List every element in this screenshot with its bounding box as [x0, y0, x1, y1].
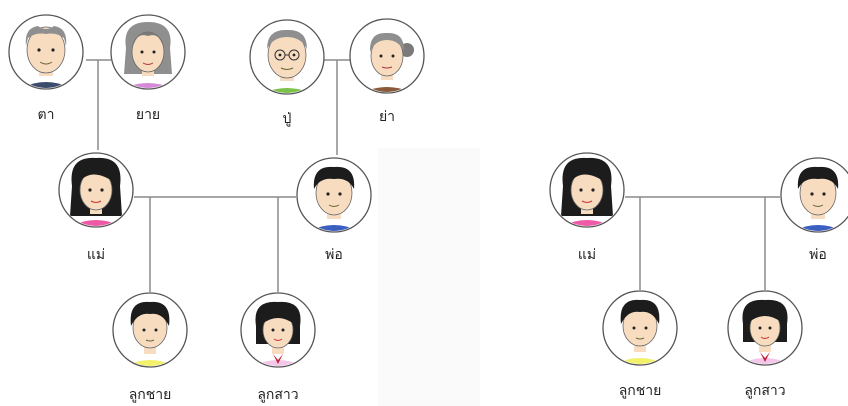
label-mother: แม่ [86, 247, 106, 263]
label-daughter: ลูกสาว [257, 387, 299, 403]
grandfather-maternal-portrait [8, 14, 84, 90]
father-portrait [296, 157, 372, 233]
label-father-nuclear: พ่อ [809, 247, 827, 263]
label-daughter-nuclear: ลูกสาว [744, 383, 786, 399]
label-grandmother-maternal: ยาย [135, 107, 161, 123]
label-son: ลูกชาย [128, 387, 172, 403]
background-tint [378, 148, 480, 406]
label-son-nuclear: ลูกชาย [618, 383, 662, 399]
mother-portrait [58, 152, 134, 228]
label-grandfather-paternal: ปู่ [282, 111, 292, 127]
grandmother-maternal-portrait [110, 14, 186, 90]
daughter-nuclear-portrait [727, 290, 803, 366]
son-nuclear-portrait [602, 290, 678, 366]
label-grandmother-paternal: ย่า [378, 109, 396, 125]
label-grandfather-maternal: ตา [37, 107, 55, 123]
grandmother-paternal-portrait [349, 18, 425, 94]
label-father: พ่อ [325, 247, 343, 263]
father-nuclear-portrait [780, 157, 848, 233]
connector-lines-full [86, 59, 350, 292]
grandfather-paternal-portrait [249, 19, 325, 95]
mother-nuclear-portrait [549, 152, 625, 228]
connector-lines-nuclear [625, 196, 780, 290]
daughter-portrait [240, 292, 316, 368]
label-mother-nuclear: แม่ [577, 247, 597, 263]
son-portrait [112, 292, 188, 368]
